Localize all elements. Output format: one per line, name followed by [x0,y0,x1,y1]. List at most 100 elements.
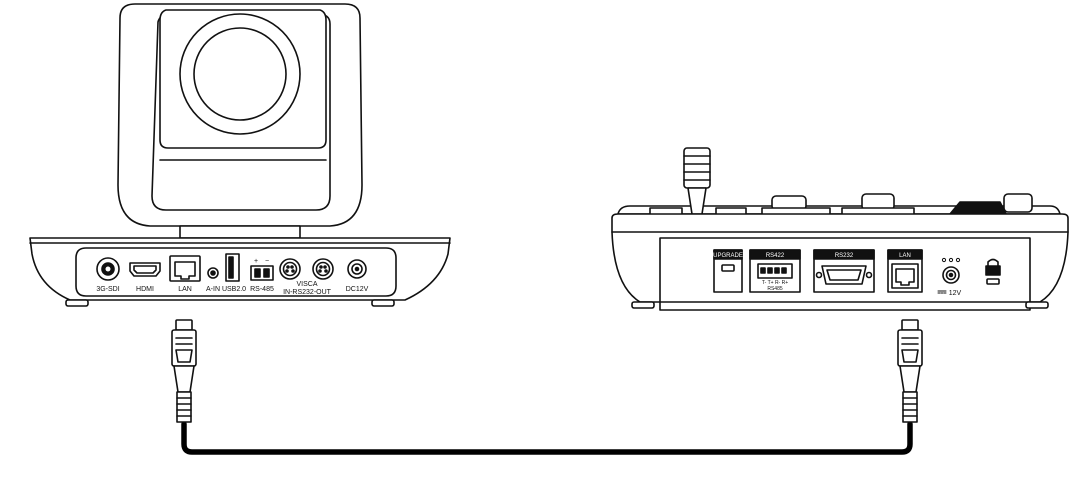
lan-jack [169,255,201,282]
lan-port-controller[interactable] [887,249,923,293]
rs485-pin-1 [254,268,261,278]
joystick [683,147,711,215]
joystick-grip [683,147,711,189]
visca-label: VISCA [296,281,317,288]
polarity-symbol [941,257,947,263]
controller-foot-right [1025,301,1049,309]
knob-cap [1003,193,1033,213]
upgrade-label: UPGRADE [713,253,743,259]
usb-label: USB2.0 [222,286,246,293]
visca-out-pin [323,265,327,269]
rs485-port-camera[interactable] [250,265,274,281]
plug-boot [173,365,195,393]
rs232-label: RS232 [835,253,854,259]
camera-neck [179,225,301,239]
cable-wire [181,421,913,455]
rs232-dsub-inner [826,269,862,281]
ptz-controller: UPGRADE RS422 T- T+ R- R+ RS485 RS232 [611,147,1069,311]
dc-label-controller: 12V [949,290,962,297]
zoom-rocker [949,193,1033,215]
upgrade-slot [721,264,735,272]
audio-in-label: A-IN [206,286,220,293]
camera-panel [75,247,397,297]
knob [761,195,831,217]
rs422-pin [760,267,766,274]
rs422-pin [781,267,787,274]
rs422-pin [774,267,780,274]
rs232-dsub-shell [821,265,867,285]
visca-in-pin [286,265,290,269]
dc-inner-camera [351,263,363,275]
plug-head [171,329,197,367]
sdi-ring [96,257,120,281]
visca-in-ring [279,258,301,280]
dc-pin-camera [354,266,360,272]
controller-foot-left [631,301,655,309]
hdmi-label: HDMI [136,286,154,293]
dc-label-camera: DC12V [346,286,369,293]
rs485-block [250,265,274,281]
rs232-screw [815,271,823,279]
polarity-symbol [955,257,961,263]
hdmi-port[interactable] [129,262,161,277]
rs485-minus-label: − [265,258,269,265]
rs485-pin-2 [263,268,270,278]
plug-latch [901,349,919,363]
rs485-label-controller: RS485 [767,286,783,292]
sdi-port[interactable] [96,257,120,281]
lan-port-camera[interactable] [169,255,201,282]
usb-port[interactable] [225,253,240,282]
lan-jack-slot [174,261,196,280]
knob [841,193,915,217]
rs232-header-bg [813,249,875,260]
visca-in-inner [282,261,298,277]
dc-port-camera[interactable] [347,259,367,279]
usb-tongue [228,256,234,279]
lan-jack-slot [895,268,915,286]
lock-body [985,265,1001,276]
audio-hole [210,270,216,276]
rj45-plug-left [171,319,197,423]
rs232-port[interactable] [813,249,875,293]
sdi-center [105,266,111,272]
visca-in-port[interactable] [279,258,301,280]
camera-lens-inner [193,27,287,121]
dc-pin-controller [948,272,954,278]
rs422-label: RS422 [766,253,785,259]
visca-out-pin [324,269,328,273]
polarity-symbol [948,257,954,263]
lan-label-camera: LAN [178,286,192,293]
hdmi-shell [129,262,161,277]
upgrade-header-bg [713,249,743,260]
audio-ring [207,267,219,279]
visca-inout-label: IN-RS232-OUT [283,289,332,296]
visca-out-pin [318,269,322,273]
dc-inner-controller [945,269,957,281]
lan-cable [171,319,923,455]
audio-in-port[interactable] [207,267,219,279]
dc-ring-controller [942,266,960,284]
dc-ring-camera [347,259,367,279]
lock-icon [985,258,1001,285]
camera-lens-outer [179,13,301,135]
visca-out-pin [319,265,323,269]
plug-boot [899,365,921,393]
plug-head [897,329,923,367]
visca-out-ring [312,258,334,280]
ptz-camera: 3G-SDI HDMI LAN A-IN USB2.0 + − [29,3,451,307]
lan-jack [891,263,919,289]
joystick-shaft [687,187,707,215]
rocker-body [949,201,1007,215]
plug-strain-relief [176,391,192,423]
lan-label-controller: LAN [899,253,911,259]
dc-port-controller[interactable] [937,257,961,294]
visca-out-port[interactable] [312,258,334,280]
rs422-header-bg [749,249,801,260]
lock-slot [986,278,1000,285]
visca-in-pin [291,269,295,273]
upgrade-port[interactable] [713,249,743,293]
hdmi-inner [133,265,157,274]
rs422-port[interactable] [749,249,801,293]
